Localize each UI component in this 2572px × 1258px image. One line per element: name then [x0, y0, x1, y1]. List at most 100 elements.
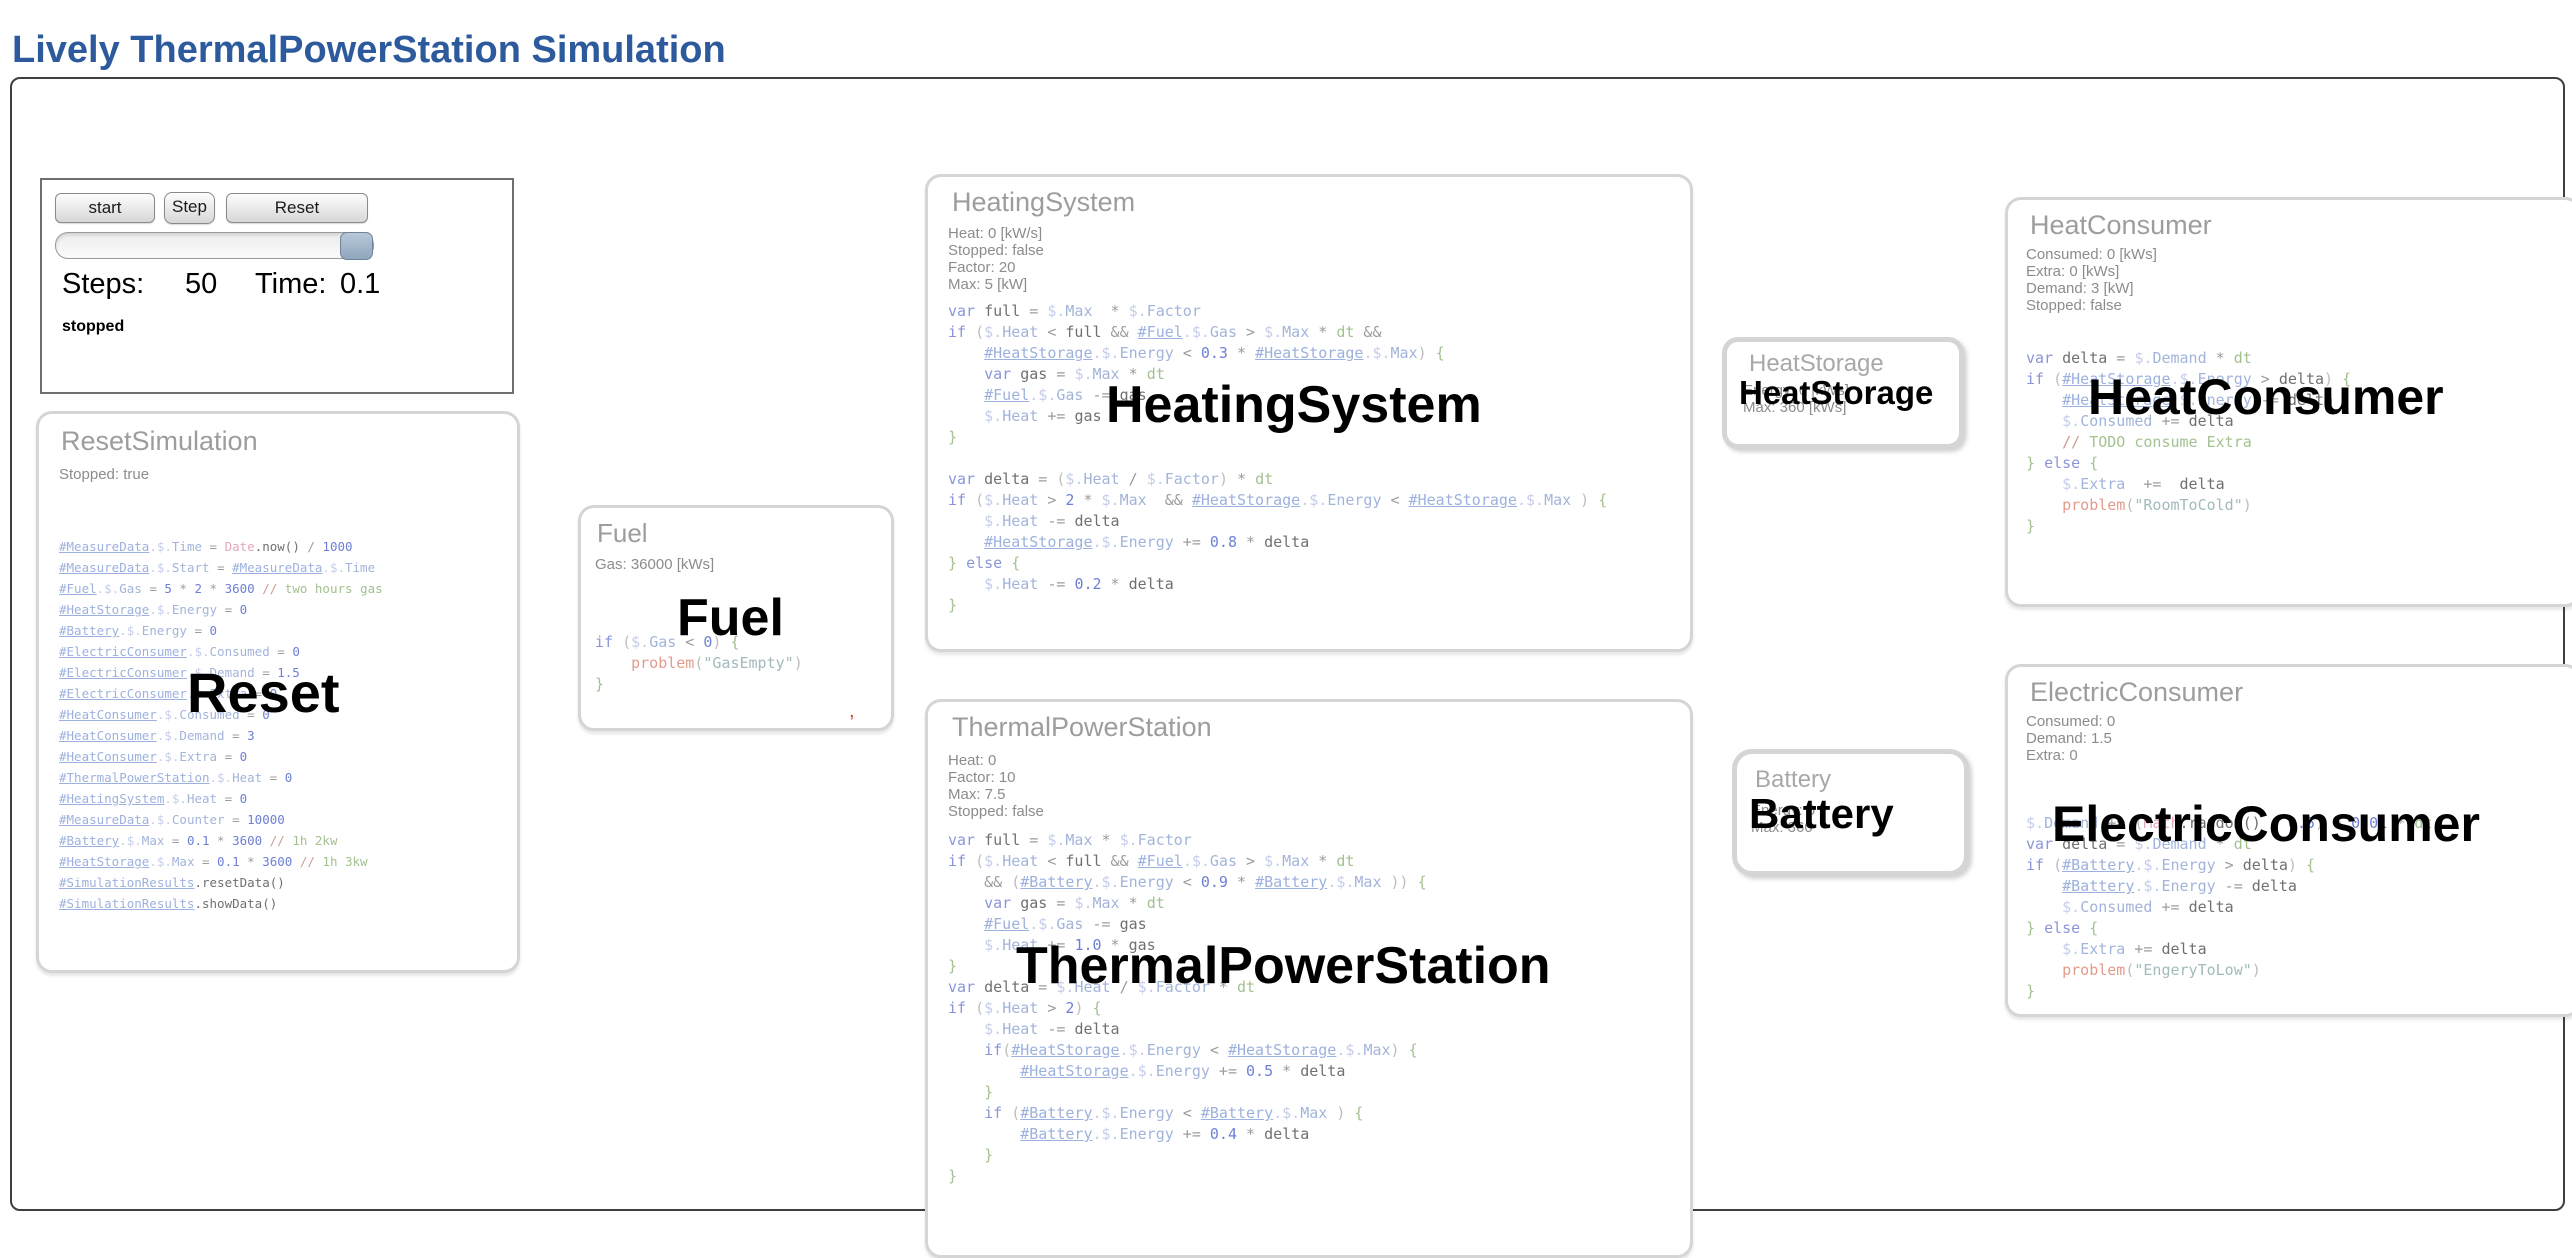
code-line: #HeatStorage.$.Energy = 0: [59, 602, 248, 617]
panel-heatstorage[interactable]: HeatStorage Energy: 0 [kWs]Max: 360 [kWs…: [1722, 337, 1964, 449]
stat-line: Stopped: false: [948, 242, 1044, 259]
code-line: var full = $.Max * $.Factor: [948, 831, 1192, 849]
code-line: }: [2026, 982, 2036, 1000]
code-line: if (#Battery.$.Energy < #Battery.$.Max )…: [984, 1104, 1364, 1122]
time-label: Time:: [255, 268, 327, 300]
code-line: #ThermalPowerStation.$.Heat = 0: [59, 770, 293, 785]
code-line: // TODO consume Extra: [2062, 433, 2252, 451]
code-line: #ElectricConsumer.$.Consumed = 0: [59, 644, 300, 659]
stat-line: Energy: 0 [kWs]: [1743, 382, 1849, 399]
code-editor[interactable]: if ($.Gas < 0) { problem("GasEmpty")}: [595, 632, 803, 695]
panel-title: HeatConsumer: [2030, 210, 2212, 240]
code-editor[interactable]: $.Demand += (Math.random() - 0.5) * 0.01…: [2026, 813, 2432, 1002]
stat-line: Gas: 36000 [kWs]: [595, 556, 715, 573]
code-line: #SimulationResults.resetData(): [59, 875, 285, 890]
code-line: #Fuel.$.Gas -= gas: [984, 915, 1147, 933]
stat-line: Stopped: false: [948, 803, 1044, 820]
panel-fuel[interactable]: Fuel Gas: 36000 [kWs] if ($.Gas < 0) { p…: [578, 505, 894, 731]
code-line: }: [948, 428, 958, 446]
code-line: #HeatingSystem.$.Heat = 0: [59, 791, 248, 806]
step-button[interactable]: Step: [164, 192, 215, 224]
code-line: #MeasureData.$.Time = Date.now() / 1000: [59, 539, 353, 554]
steps-label: Steps:: [62, 268, 145, 300]
code-line: #MeasureData.$.Start = #MeasureData.$.Ti…: [59, 560, 376, 575]
stat-line: Max: 360 [kWs]: [1743, 399, 1847, 416]
page-title: Lively ThermalPowerStation Simulation: [12, 29, 726, 72]
code-line: if ($.Heat > 2) {: [948, 999, 1102, 1017]
code-editor[interactable]: var full = $.Max * $.Factor if ($.Heat < …: [948, 301, 1607, 616]
panel-stats: Gas: 36000 [kWs]: [595, 556, 714, 573]
code-line: $.Heat += gas: [984, 407, 1102, 425]
code-line: } else {: [2026, 454, 2099, 472]
stat-line: Extra: 0 [kWs]: [2026, 263, 2120, 280]
panel-stats: Consumed: 0 [kWs]Extra: 0 [kWs]Demand: 3…: [2026, 246, 2157, 314]
stat-line: Consumed: 0 [kWs]: [2026, 246, 2157, 263]
code-line: } else {: [2026, 919, 2099, 937]
code-line: }: [2026, 517, 2036, 535]
code-line: #SimulationResults.showData(): [59, 896, 278, 911]
stat-line: Heat: 0: [948, 752, 997, 769]
code-line: $.Heat += 1.0 * gas: [984, 936, 1156, 954]
big-label-reset: Reset: [187, 661, 340, 724]
code-line: [948, 448, 1607, 469]
code-line: } else {: [948, 554, 1021, 572]
reset-button[interactable]: Reset: [226, 193, 368, 223]
steps-value[interactable]: 50: [185, 268, 218, 300]
big-label-heatstorage: HeatStorage: [1739, 374, 1934, 411]
code-line: #HeatConsumer.$.Extra = 0: [59, 749, 248, 764]
stat-line: Energy: 0: [1751, 802, 1816, 819]
panel-heatingsystem[interactable]: HeatingSystem Heat: 0 [kW/s]Stopped: fal…: [925, 174, 1693, 652]
code-line: $.Heat -= delta: [984, 512, 1120, 530]
simulation-control-panel[interactable]: start Step Reset Steps: 50 Time: 0.1 sto…: [40, 178, 514, 394]
code-editor[interactable]: var full = $.Max * $.Factor if ($.Heat < …: [948, 830, 1427, 1187]
code-line: if ($.Heat > 2 * $.Max && #HeatStorage.$…: [948, 491, 1608, 509]
code-line: var gas = $.Max * dt: [984, 365, 1165, 383]
code-line: if (#Battery.$.Energy > delta) {: [2026, 856, 2315, 874]
cursor-artifact: ,: [849, 700, 855, 722]
code-line: var delta = $.Demand * dt: [2026, 349, 2252, 367]
code-line: #ElectricConsumer.$.Extra = 0: [59, 686, 278, 701]
code-editor[interactable]: #MeasureData.$.Time = Date.now() / 1000 #…: [59, 536, 383, 914]
code-line: #ElectricConsumer.$.Demand = 1.5: [59, 665, 300, 680]
stat-line: Heat: 0 [kW/s]: [948, 225, 1043, 242]
panel-resetsimulation[interactable]: ResetSimulation Stopped: true #MeasureDa…: [36, 411, 520, 973]
time-value[interactable]: 0.1: [340, 268, 381, 300]
status-text: stopped: [62, 318, 125, 335]
panel-title: HeatStorage: [1749, 350, 1884, 377]
panel-title: HeatingSystem: [952, 187, 1136, 217]
start-button[interactable]: start: [55, 193, 155, 223]
code-line: if ($.Heat < full && #Fuel.$.Gas > $.Max…: [948, 852, 1355, 870]
stat-line: Factor: 10: [948, 769, 1016, 786]
code-line: #HeatConsumer.$.Consumed = 0: [59, 707, 270, 722]
stat-line: Demand: 1.5: [2026, 730, 2112, 747]
simulation-workspace: start Step Reset Steps: 50 Time: 0.1 sto…: [10, 77, 2572, 1258]
code-line: problem("GasEmpty"): [631, 654, 803, 672]
code-line: var delta = ($.Heat / $.Factor) * dt: [948, 470, 1274, 488]
code-line: #Battery.$.Energy -= delta: [2062, 877, 2297, 895]
code-line: $.Extra += delta: [2062, 475, 2225, 493]
speed-slider-track[interactable]: [55, 232, 374, 260]
code-line: #MeasureData.$.Counter = 10000: [59, 812, 285, 827]
code-line: }: [984, 1083, 994, 1101]
code-line: }: [948, 596, 958, 614]
stat-line: Stopped: true: [59, 466, 150, 483]
panel-title: ResetSimulation: [61, 426, 258, 456]
code-line: }: [948, 1167, 958, 1185]
code-line: }: [984, 1146, 994, 1164]
speed-slider-thumb[interactable]: [340, 232, 373, 260]
code-line: var full = $.Max * $.Factor: [948, 302, 1201, 320]
stat-line: Factor: 20: [948, 259, 1016, 276]
code-line: && (#Battery.$.Energy < 0.9 * #Battery.$…: [984, 873, 1427, 891]
panel-title: ElectricConsumer: [2030, 677, 2244, 707]
panel-heatconsumer[interactable]: HeatConsumer Consumed: 0 [kWs]Extra: 0 […: [2005, 197, 2572, 607]
big-label-fuel: Fuel: [677, 589, 784, 647]
code-line: if(#HeatStorage.$.Energy < #HeatStorage.…: [984, 1041, 1418, 1059]
stat-line: Max: 360: [1751, 819, 1813, 836]
code-line: if ($.Heat < full && #Fuel.$.Gas > $.Max…: [948, 323, 1382, 341]
